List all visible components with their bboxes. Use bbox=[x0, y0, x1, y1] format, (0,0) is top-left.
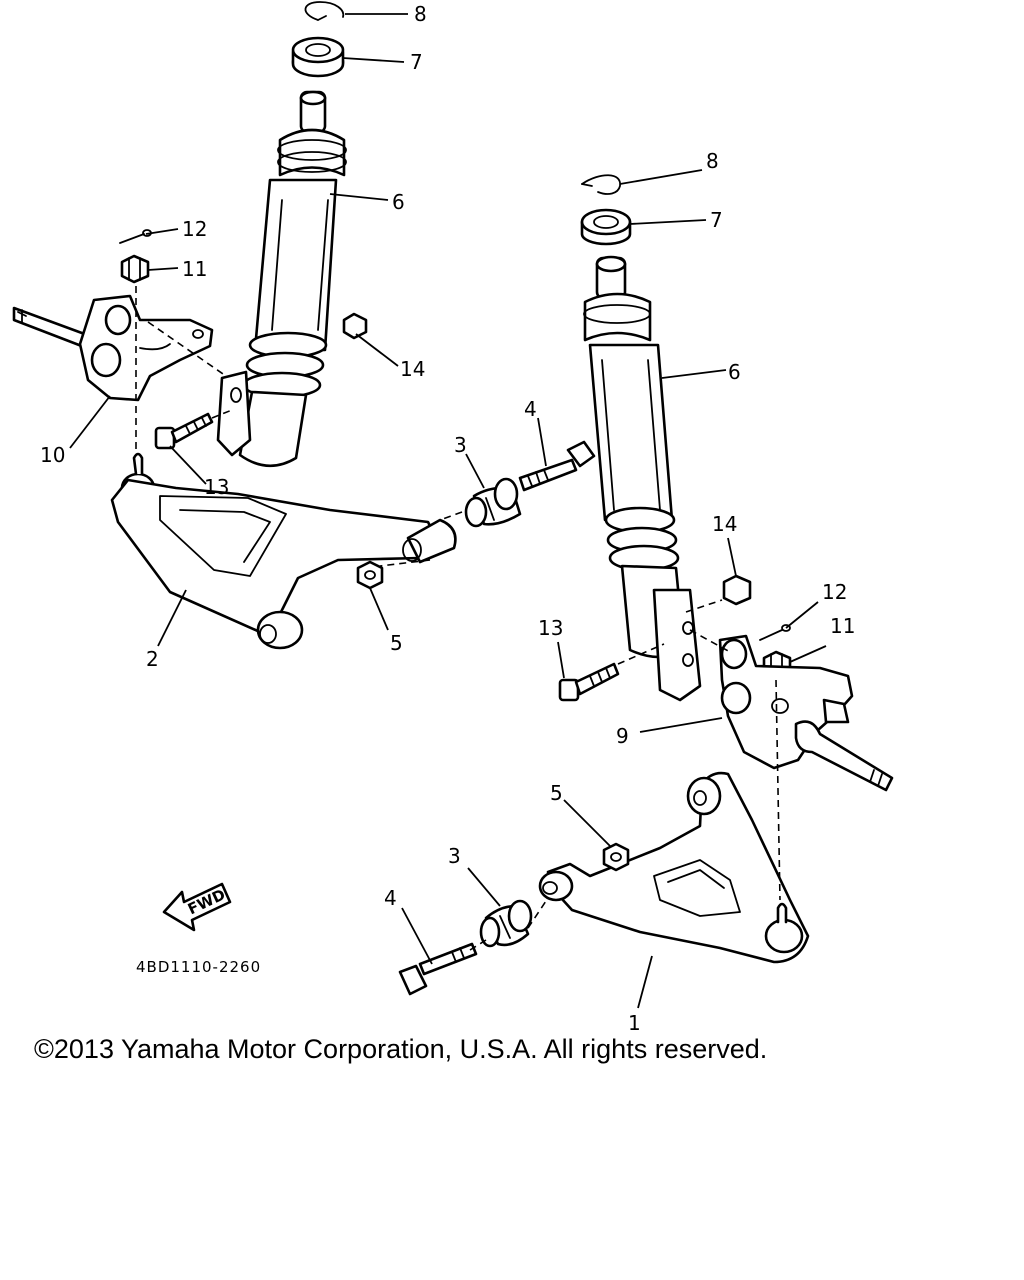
bolt-right-13 bbox=[558, 662, 620, 702]
assembly-center-lines bbox=[135, 286, 781, 951]
callout-7-left: 7 bbox=[410, 50, 423, 74]
callout-2: 2 bbox=[146, 647, 159, 671]
callout-8-right: 8 bbox=[706, 149, 719, 173]
callout-4-lower: 4 bbox=[384, 886, 397, 910]
spring-seat-left bbox=[291, 36, 345, 78]
callout-14-right: 14 bbox=[712, 512, 737, 536]
bushing-lower bbox=[479, 899, 533, 948]
callout-9: 9 bbox=[616, 724, 629, 748]
lower-arm-right bbox=[538, 771, 810, 964]
callout-6-left: 6 bbox=[392, 190, 405, 214]
callout-1: 1 bbox=[628, 1011, 641, 1035]
callout-3-lower: 3 bbox=[448, 844, 461, 868]
castle-nut-left bbox=[120, 254, 150, 284]
callout-12-left: 12 bbox=[182, 217, 207, 241]
nut-right-5 bbox=[602, 842, 630, 872]
callout-5-left: 5 bbox=[390, 631, 403, 655]
callout-14-left: 14 bbox=[400, 357, 425, 381]
cotter-pin-right bbox=[759, 624, 791, 641]
bushing-center bbox=[464, 477, 522, 528]
copyright-notice: ©2013 Yamaha Motor Corporation, U.S.A. A… bbox=[34, 1034, 768, 1064]
knuckle-left bbox=[12, 294, 214, 402]
nut-right-14 bbox=[722, 574, 752, 606]
callout-3-center: 3 bbox=[454, 433, 467, 457]
callout-labels: 8 7 6 12 11 14 10 13 2 5 3 4 8 7 6 14 12… bbox=[40, 2, 855, 1035]
knuckle-right bbox=[718, 634, 894, 792]
bolt-lower-4 bbox=[398, 942, 478, 996]
callout-11-left: 11 bbox=[182, 257, 207, 281]
lower-arm-left bbox=[110, 452, 457, 650]
callout-4-center: 4 bbox=[524, 397, 537, 421]
callout-13-right: 13 bbox=[538, 616, 563, 640]
circlip-left bbox=[304, 1, 345, 21]
callout-11-right: 11 bbox=[830, 614, 855, 638]
drawing-code: 4BD1110-2260 bbox=[136, 958, 261, 976]
shock-absorber-left bbox=[216, 90, 347, 468]
nut-left-5 bbox=[356, 560, 384, 590]
callout-leader-lines bbox=[69, 13, 827, 1009]
callout-6-right: 6 bbox=[728, 360, 741, 384]
cotter-pin-left bbox=[119, 229, 152, 244]
callout-12-right: 12 bbox=[822, 580, 847, 604]
callout-10: 10 bbox=[40, 443, 65, 467]
fwd-arrow-icon: FWD bbox=[162, 882, 232, 932]
callout-7-right: 7 bbox=[710, 208, 723, 232]
nut-left-14 bbox=[342, 312, 368, 340]
circlip-right bbox=[581, 174, 621, 195]
bolt-center-4 bbox=[518, 440, 596, 492]
shock-absorber-right bbox=[583, 255, 702, 702]
spring-seat-right bbox=[580, 208, 632, 246]
callout-8-left: 8 bbox=[414, 2, 427, 26]
callout-13-left: 13 bbox=[204, 475, 229, 499]
front-suspension-exploded-diagram: FWD 4BD1110-2260 8 7 6 12 11 14 10 13 2 … bbox=[12, 1, 894, 1035]
bolt-left-13 bbox=[154, 412, 214, 450]
callout-5-right: 5 bbox=[550, 781, 563, 805]
